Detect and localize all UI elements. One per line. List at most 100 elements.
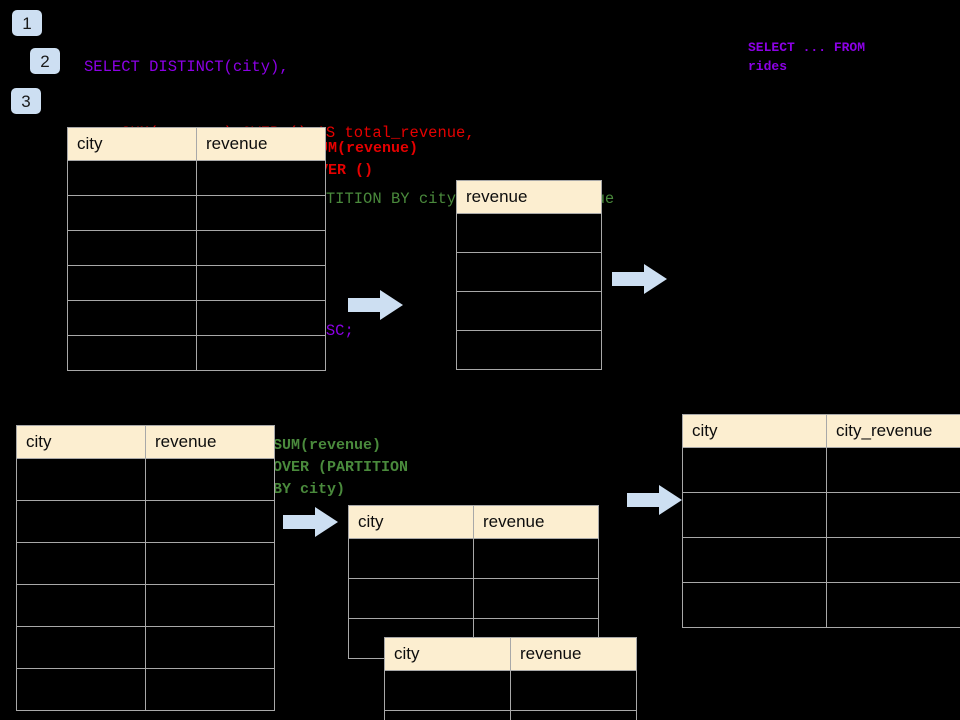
cell-city: [67, 265, 197, 301]
arrow-source-to-partition: [283, 507, 338, 537]
table-header-row: city revenue: [16, 425, 275, 459]
select-from-rides-note: SELECT ... FROM rides: [748, 40, 866, 74]
cell-revenue: [456, 291, 602, 331]
cell-revenue: [145, 668, 275, 711]
cell-city: [682, 447, 827, 493]
table-row: [16, 584, 275, 627]
table-total-revenue: revenue: [456, 180, 602, 370]
column-header-revenue: revenue: [145, 425, 275, 459]
cell-revenue: [196, 335, 326, 371]
cell-revenue: [510, 670, 637, 711]
table-header-row: city revenue: [67, 127, 326, 161]
table-row: [348, 578, 599, 619]
table-row: [67, 265, 326, 301]
step-badge-1-label: 1: [22, 13, 32, 33]
cell-revenue: [456, 213, 602, 253]
table-row: [16, 500, 275, 543]
cell-city: [384, 710, 511, 720]
table-rides-source-top: city revenue: [67, 127, 326, 371]
cell-revenue: [145, 458, 275, 501]
column-header-city: city: [384, 637, 511, 671]
step-badge-2: 2: [30, 48, 60, 74]
cell-revenue: [473, 578, 599, 619]
cell-revenue: [196, 300, 326, 336]
table-row: [384, 670, 637, 711]
column-header-city: city: [67, 127, 197, 161]
table-row: [456, 291, 602, 331]
column-header-city-revenue: city_revenue: [826, 414, 960, 448]
column-header-city: city: [16, 425, 146, 459]
table-row: [67, 160, 326, 196]
cell-revenue: [145, 584, 275, 627]
table-row: [67, 335, 326, 371]
step-badge-1: 1: [12, 10, 42, 36]
cell-city: [682, 492, 827, 538]
cell-city: [16, 500, 146, 543]
cell-city: [16, 584, 146, 627]
table-row: [67, 300, 326, 336]
annotation-total-revenue: SUM(revenue) OVER (): [310, 140, 419, 179]
table-row: [384, 710, 637, 720]
cell-revenue: [456, 252, 602, 292]
cell-city: [384, 670, 511, 711]
step-badge-2-label: 2: [40, 51, 50, 71]
table-header-row: city revenue: [384, 637, 637, 671]
annotation-city-revenue: SUM(revenue) OVER (PARTITION BY city): [273, 437, 409, 498]
cell-city: [348, 538, 474, 579]
cell-city-revenue: [826, 582, 960, 628]
cell-city: [67, 230, 197, 266]
cell-revenue: [473, 538, 599, 579]
cell-city: [67, 300, 197, 336]
table-final-result: city city_revenue: [682, 414, 960, 628]
table-row: [16, 542, 275, 585]
cell-revenue: [196, 160, 326, 196]
table-row: [682, 537, 960, 583]
cell-revenue: [145, 626, 275, 669]
table-row: [67, 195, 326, 231]
step-badge-3-label: 3: [21, 91, 31, 111]
table-header-row: city revenue: [348, 505, 599, 539]
arrow-total-to-result: [612, 264, 667, 294]
cell-city: [16, 458, 146, 501]
table-partition-group-back: city revenue: [348, 505, 599, 659]
cell-city: [682, 537, 827, 583]
table-partition-group-front: city revenue: [384, 637, 637, 720]
cell-revenue: [196, 195, 326, 231]
cell-revenue: [456, 330, 602, 370]
cell-city: [16, 626, 146, 669]
step-badge-3: 3: [11, 88, 41, 114]
cell-revenue: [196, 230, 326, 266]
column-header-revenue: revenue: [196, 127, 326, 161]
cell-revenue: [145, 500, 275, 543]
table-row: [67, 230, 326, 266]
cell-city: [67, 335, 197, 371]
table-row: [16, 668, 275, 711]
cell-revenue: [145, 542, 275, 585]
column-header-revenue: revenue: [510, 637, 637, 671]
table-header-row: revenue: [456, 180, 602, 214]
column-header-city: city: [682, 414, 827, 448]
table-row: [16, 626, 275, 669]
table-row: [16, 458, 275, 501]
table-rides-source-bottom: city revenue: [16, 425, 275, 711]
table-row: [456, 213, 602, 253]
table-header-row: city city_revenue: [682, 414, 960, 448]
arrow-source-to-total: [348, 290, 403, 320]
cell-city-revenue: [826, 537, 960, 583]
cell-city: [67, 160, 197, 196]
cell-revenue: [196, 265, 326, 301]
cell-city: [16, 668, 146, 711]
cell-city: [348, 578, 474, 619]
table-row: [682, 492, 960, 538]
column-header-revenue: revenue: [456, 180, 602, 214]
sql-line-select: SELECT DISTINCT(city),: [84, 58, 289, 76]
arrow-partition-to-result: [627, 485, 682, 515]
cell-city: [682, 582, 827, 628]
column-header-city: city: [348, 505, 474, 539]
cell-revenue: [510, 710, 637, 720]
column-header-revenue: revenue: [473, 505, 599, 539]
table-row: [456, 330, 602, 370]
table-row: [456, 252, 602, 292]
cell-city: [67, 195, 197, 231]
